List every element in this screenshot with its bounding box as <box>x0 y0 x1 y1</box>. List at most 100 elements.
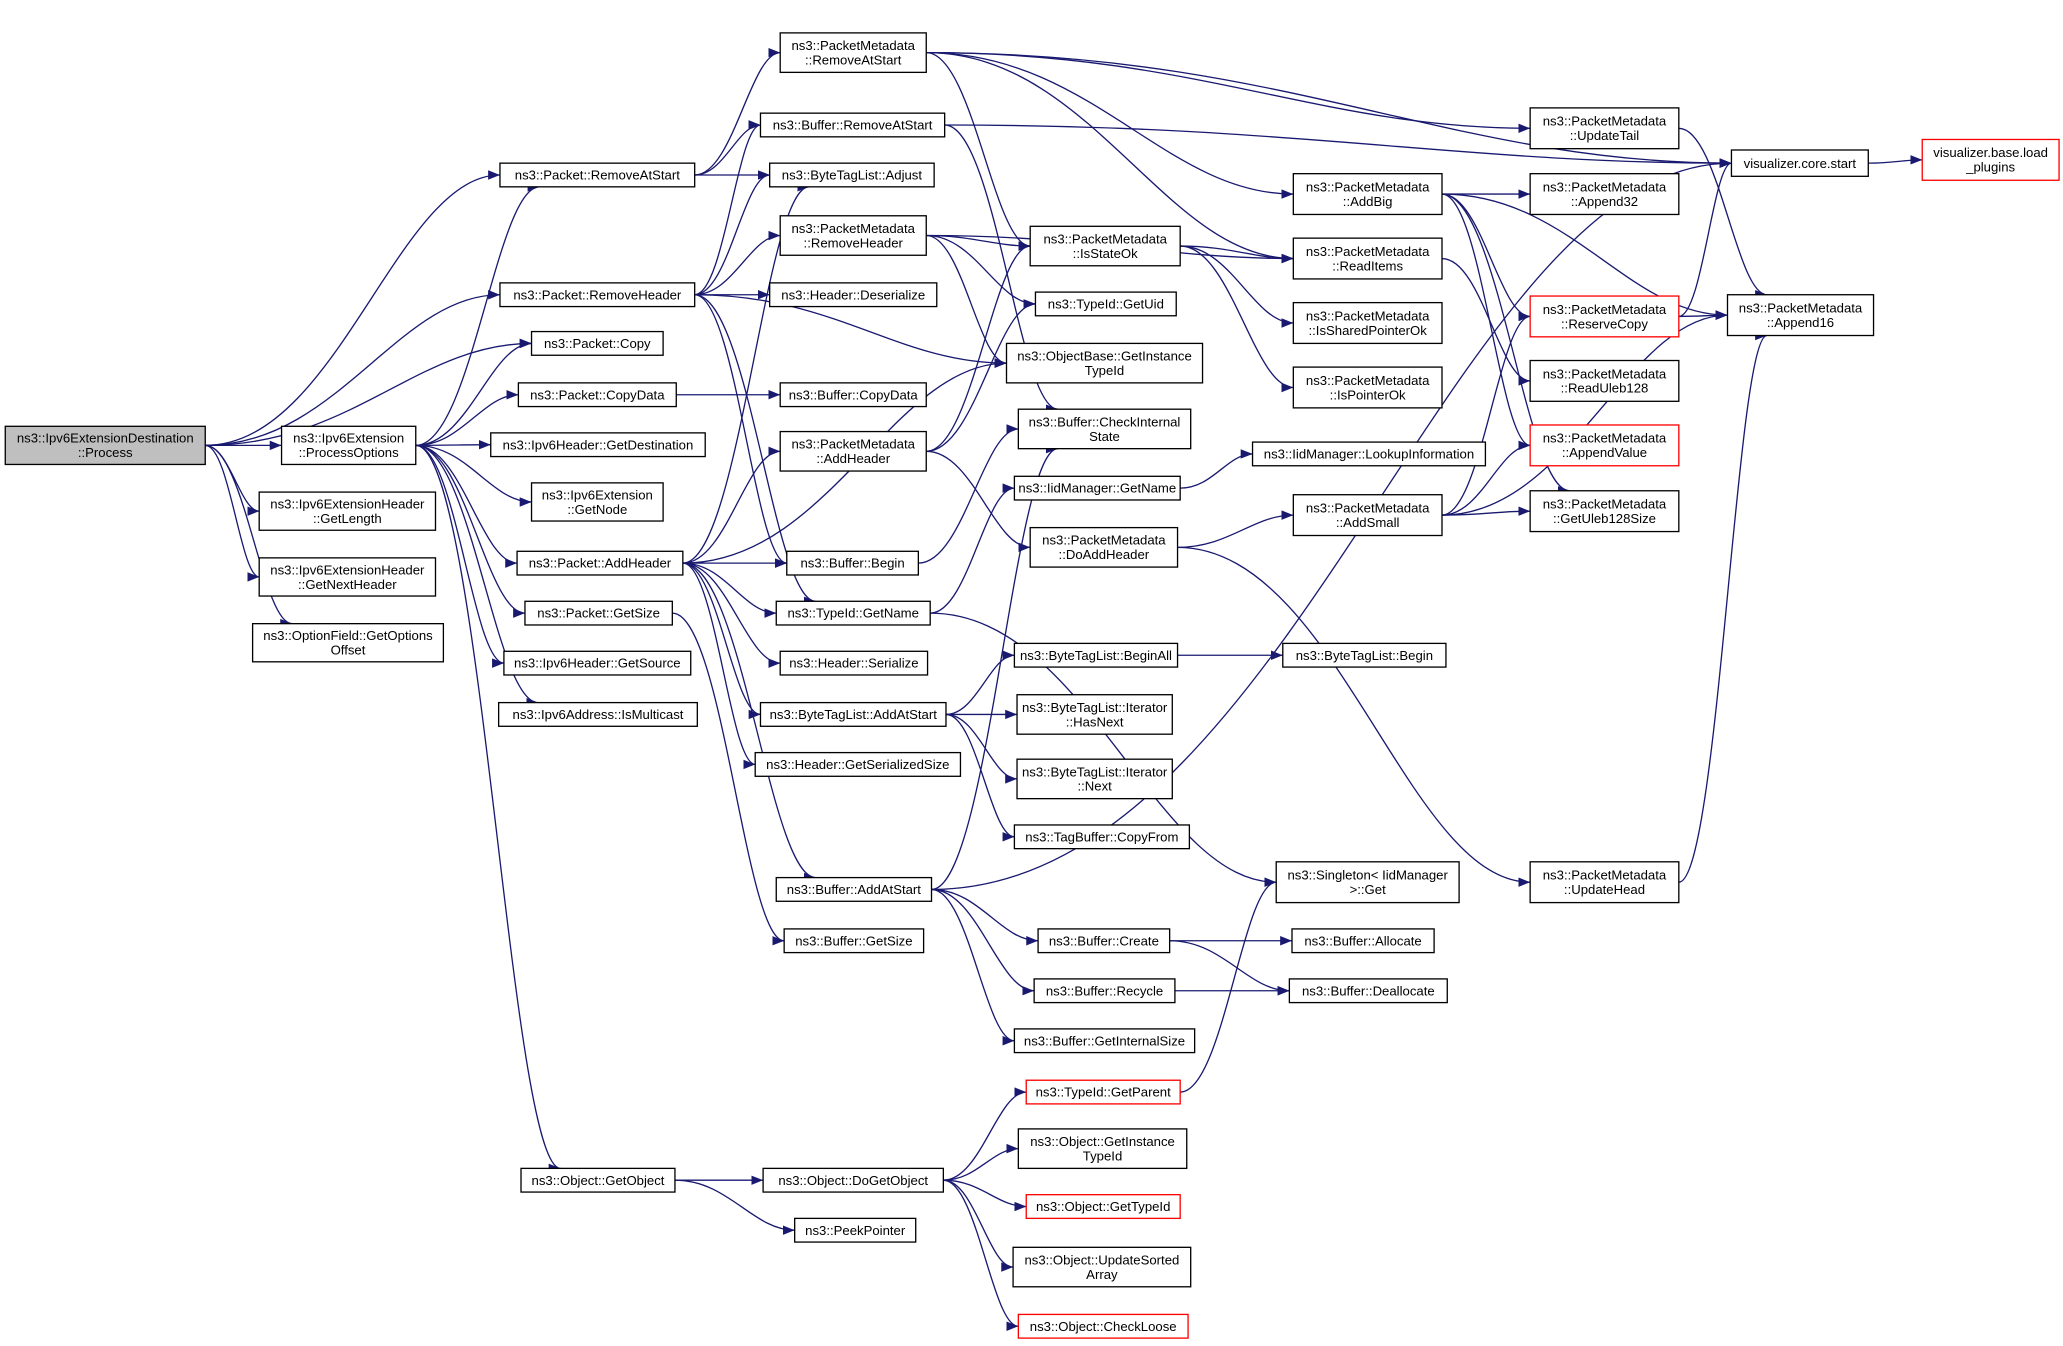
node-box[interactable] <box>779 382 927 408</box>
node-box[interactable] <box>1017 1128 1188 1170</box>
node-pkt-remove-at-start[interactable]: ns3::Packet::RemoveAtStart <box>499 162 696 188</box>
node-get-length[interactable]: ns3::Ipv6ExtensionHeader::GetLength <box>258 491 437 531</box>
node-btl-iter-next[interactable]: ns3::ByteTagList::Iterator::Next <box>1016 758 1173 800</box>
node-box[interactable] <box>530 330 664 356</box>
node-box[interactable] <box>1013 642 1179 668</box>
node-box[interactable] <box>1025 1194 1181 1220</box>
node-box[interactable] <box>1282 642 1447 668</box>
node-pm-add-header[interactable]: ns3::PacketMetadata::AddHeader <box>779 430 927 472</box>
node-buf-add-at-start[interactable]: ns3::Buffer::AddAtStart <box>775 876 933 902</box>
node-iid-lookup-information[interactable]: ns3::IidManager::LookupInformation <box>1251 441 1487 467</box>
node-pkt-copy-data[interactable]: ns3::Packet::CopyData <box>517 382 677 408</box>
node-pkt-add-header[interactable]: ns3::Packet::AddHeader <box>516 550 684 576</box>
node-hdr-serialize[interactable]: ns3::Header::Serialize <box>779 650 929 676</box>
node-box[interactable] <box>786 550 920 576</box>
node-box[interactable] <box>1730 149 1869 177</box>
node-box[interactable] <box>1529 861 1680 904</box>
node-box[interactable] <box>775 600 931 626</box>
node-box[interactable] <box>1726 294 1875 337</box>
node-box[interactable] <box>1005 342 1204 384</box>
node-hdr-deserialize[interactable]: ns3::Header::Deserialize <box>769 282 938 308</box>
node-box[interactable] <box>1291 928 1435 954</box>
node-box[interactable] <box>779 32 927 74</box>
node-obj-do-get-object[interactable]: ns3::Object::DoGetObject <box>762 1167 945 1193</box>
node-pm-append-value[interactable]: ns3::PacketMetadata::AppendValue <box>1529 424 1680 467</box>
node-obj-get-object[interactable]: ns3::Object::GetObject <box>520 1167 676 1193</box>
node-get-next-header[interactable]: ns3::Ipv6ExtensionHeader::GetNextHeader <box>258 557 437 597</box>
node-buf-copy-data[interactable]: ns3::Buffer::CopyData <box>779 382 927 408</box>
node-box[interactable] <box>503 650 692 676</box>
node-box[interactable] <box>258 557 437 597</box>
node-box[interactable] <box>1921 138 2060 181</box>
node-box[interactable] <box>1275 861 1460 904</box>
node-ipv6-ext-get-node[interactable]: ns3::Ipv6Extension::GetNode <box>530 482 664 522</box>
node-buf-deallocate[interactable]: ns3::Buffer::Deallocate <box>1288 978 1448 1004</box>
node-box[interactable] <box>251 623 445 663</box>
node-box[interactable] <box>1016 694 1173 735</box>
node-box[interactable] <box>1013 824 1191 850</box>
node-btl-begin-all[interactable]: ns3::ByteTagList::BeginAll <box>1013 642 1179 668</box>
node-box[interactable] <box>1529 107 1680 150</box>
node-tag-buf-copy-from[interactable]: ns3::TagBuffer::CopyFrom <box>1013 824 1191 850</box>
node-box[interactable] <box>779 650 929 676</box>
node-pm-read-uleb128[interactable]: ns3::PacketMetadata::ReadUleb128 <box>1529 359 1680 402</box>
node-box[interactable] <box>1037 928 1171 954</box>
node-box[interactable] <box>1025 1079 1181 1105</box>
node-box[interactable] <box>490 432 706 458</box>
node-pm-do-add-header[interactable]: ns3::PacketMetadata::DoAddHeader <box>1029 526 1179 568</box>
node-box[interactable] <box>1292 237 1443 280</box>
node-buf-get-internal-size[interactable]: ns3::Buffer::GetInternalSize <box>1013 1028 1196 1054</box>
node-box[interactable] <box>4 425 206 466</box>
node-buf-allocate[interactable]: ns3::Buffer::Allocate <box>1291 928 1435 954</box>
node-box[interactable] <box>769 162 935 188</box>
node-box[interactable] <box>1016 758 1173 800</box>
node-pkt-get-size[interactable]: ns3::Packet::GetSize <box>524 600 673 626</box>
node-pm-is-pointer-ok[interactable]: ns3::PacketMetadata::IsPointerOk <box>1292 366 1443 409</box>
node-hdr-get-serialized-size[interactable]: ns3::Header::GetSerializedSize <box>754 751 962 777</box>
node-btl-iter-has-next[interactable]: ns3::ByteTagList::Iterator::HasNext <box>1016 694 1173 735</box>
node-box[interactable] <box>497 701 698 727</box>
node-pm-append32[interactable]: ns3::PacketMetadata::Append32 <box>1529 173 1680 216</box>
node-box[interactable] <box>779 430 927 472</box>
node-box[interactable] <box>530 482 664 522</box>
node-box[interactable] <box>1029 526 1179 568</box>
node-box[interactable] <box>1529 295 1680 338</box>
node-box[interactable] <box>762 1167 945 1193</box>
node-pm-remove-header[interactable]: ns3::PacketMetadata::RemoveHeader <box>779 215 927 256</box>
node-box[interactable] <box>1017 1313 1189 1339</box>
node-pm-append16[interactable]: ns3::PacketMetadata::Append16 <box>1726 294 1875 337</box>
node-iid-get-name[interactable]: ns3::IidManager::GetName <box>1013 475 1181 501</box>
node-pm-is-shared-pointer-ok[interactable]: ns3::PacketMetadata::IsSharedPointerOk <box>1292 301 1443 345</box>
node-process-options[interactable]: ns3::Ipv6Extension::ProcessOptions <box>280 425 417 466</box>
node-obj-get-type-id[interactable]: ns3::Object::GetTypeId <box>1025 1194 1181 1220</box>
node-box[interactable] <box>779 215 927 256</box>
node-pm-update-head[interactable]: ns3::PacketMetadata::UpdateHead <box>1529 861 1680 904</box>
node-pkt-remove-header[interactable]: ns3::Packet::RemoveHeader <box>499 282 696 308</box>
node-type-id-get-parent[interactable]: ns3::TypeId::GetParent <box>1025 1079 1181 1105</box>
node-buf-remove-at-start[interactable]: ns3::Buffer::RemoveAtStart <box>759 112 946 138</box>
node-box[interactable] <box>775 876 933 902</box>
node-pm-reserve-copy[interactable]: ns3::PacketMetadata::ReserveCopy <box>1529 295 1680 338</box>
node-process[interactable]: ns3::Ipv6ExtensionDestination::Process <box>4 425 206 466</box>
node-box[interactable] <box>1529 424 1680 467</box>
node-box[interactable] <box>1529 173 1680 216</box>
node-pm-is-state-ok[interactable]: ns3::PacketMetadata::IsStateOk <box>1029 225 1181 267</box>
node-box[interactable] <box>794 1217 917 1243</box>
node-box[interactable] <box>759 112 946 138</box>
node-box[interactable] <box>1034 291 1177 317</box>
node-pm-remove-at-start[interactable]: ns3::PacketMetadata::RemoveAtStart <box>779 32 927 74</box>
node-box[interactable] <box>783 928 925 954</box>
node-box[interactable] <box>1292 301 1443 345</box>
node-buf-get-size[interactable]: ns3::Buffer::GetSize <box>783 928 925 954</box>
node-box[interactable] <box>1012 1246 1192 1288</box>
node-viz-load-plugins[interactable]: visualizer.base.load_plugins <box>1921 138 2060 181</box>
node-box[interactable] <box>1251 441 1487 467</box>
node-btl-adjust[interactable]: ns3::ByteTagList::Adjust <box>769 162 935 188</box>
node-box[interactable] <box>1013 1028 1196 1054</box>
node-box[interactable] <box>1029 225 1181 267</box>
node-box[interactable] <box>769 282 938 308</box>
node-box[interactable] <box>1529 359 1680 402</box>
